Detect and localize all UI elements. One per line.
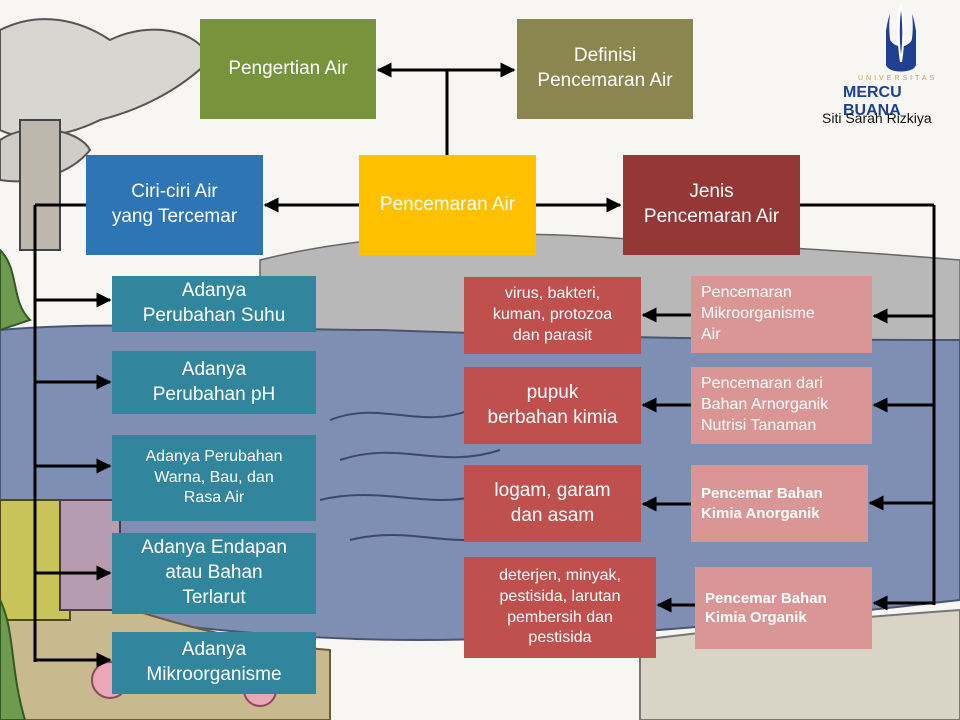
barrel-shape	[59, 499, 121, 611]
ciri-item-suhu: Adanya Perubahan Suhu	[112, 276, 316, 332]
node-pencemaran-air: Pencemaran Air	[359, 155, 536, 255]
contoh-item-label: virus, bakteri, kuman, protozoa dan para…	[492, 285, 613, 344]
ciri-item-warna: Adanya Perubahan Warna, Bau, dan Rasa Ai…	[112, 435, 316, 521]
jenis-item-label: Pencemaran dari Bahan Arnorganik Nutrisi…	[701, 375, 829, 434]
grass-shape	[0, 248, 32, 332]
ciri-item-label: Adanya Mikroorganisme	[146, 639, 282, 685]
contoh-item-pupuk: pupuk berbahan kimia	[464, 367, 641, 444]
ciri-item-label: Adanya Endapan atau Bahan Terlarut	[141, 537, 287, 608]
node-label: Pengertian Air	[228, 57, 348, 79]
jenis-item-mikroorganisme: Pencemaran Mikroorganisme Air	[691, 276, 872, 353]
ciri-item-ph: Adanya Perubahan pH	[112, 351, 316, 414]
ciri-item-label: Adanya Perubahan Warna, Bau, dan Rasa Ai…	[145, 447, 283, 507]
university-name: MERCU BUANA	[843, 84, 902, 119]
ciri-item-mikroorganisme: Adanya Mikroorganisme	[112, 632, 316, 694]
ciri-item-label: Adanya Perubahan Suhu	[142, 280, 286, 326]
node-definisi: Definisi Pencemaran Air	[517, 19, 693, 119]
mercu-buana-logo-icon	[886, 4, 916, 72]
node-label: Definisi Pencemaran Air	[537, 45, 673, 91]
node-jenis: Jenis Pencemaran Air	[623, 155, 800, 255]
ciri-item-label: Adanya Perubahan pH	[152, 358, 276, 405]
jenis-item-kimia-anorganik: Pencemar Bahan Kimia Anorganik	[691, 465, 868, 542]
contoh-item-label: pupuk berbahan kimia	[487, 381, 618, 428]
jenis-item-label: Pencemar Bahan Kimia Organik	[705, 589, 827, 627]
jenis-item-label: Pencemaran Mikroorganisme Air	[701, 284, 815, 343]
node-label: Jenis Pencemaran Air	[643, 181, 780, 227]
ciri-item-endapan: Adanya Endapan atau Bahan Terlarut	[112, 533, 316, 614]
contoh-item-virus: virus, bakteri, kuman, protozoa dan para…	[464, 277, 641, 354]
jenis-item-label: Pencemar Bahan Kimia Anorganik	[701, 485, 823, 522]
jenis-item-kimia-organik: Pencemar Bahan Kimia Organik	[695, 567, 872, 649]
chimney-shape	[19, 119, 61, 251]
author-name: Siti Sarah Rizkiya	[822, 110, 932, 126]
jenis-item-arnorganik: Pencemaran dari Bahan Arnorganik Nutrisi…	[691, 367, 872, 444]
contoh-item-deterjen: deterjen, minyak, pestisida, larutan pem…	[464, 557, 656, 658]
node-ciri-ciri: Ciri-ciri Air yang Tercemar	[86, 155, 263, 255]
contoh-item-logam: logam, garam dan asam	[464, 465, 641, 542]
contoh-item-label: logam, garam dan asam	[494, 479, 611, 526]
contoh-item-label: deterjen, minyak, pestisida, larutan pem…	[499, 566, 621, 647]
node-pengertian-air: Pengertian Air	[200, 19, 376, 119]
node-label: Ciri-ciri Air yang Tercemar	[111, 181, 238, 227]
node-label: Pencemaran Air	[379, 193, 516, 215]
water-ripple-shape	[319, 409, 501, 541]
university-small-label: UNIVERSITAS	[858, 75, 938, 82]
